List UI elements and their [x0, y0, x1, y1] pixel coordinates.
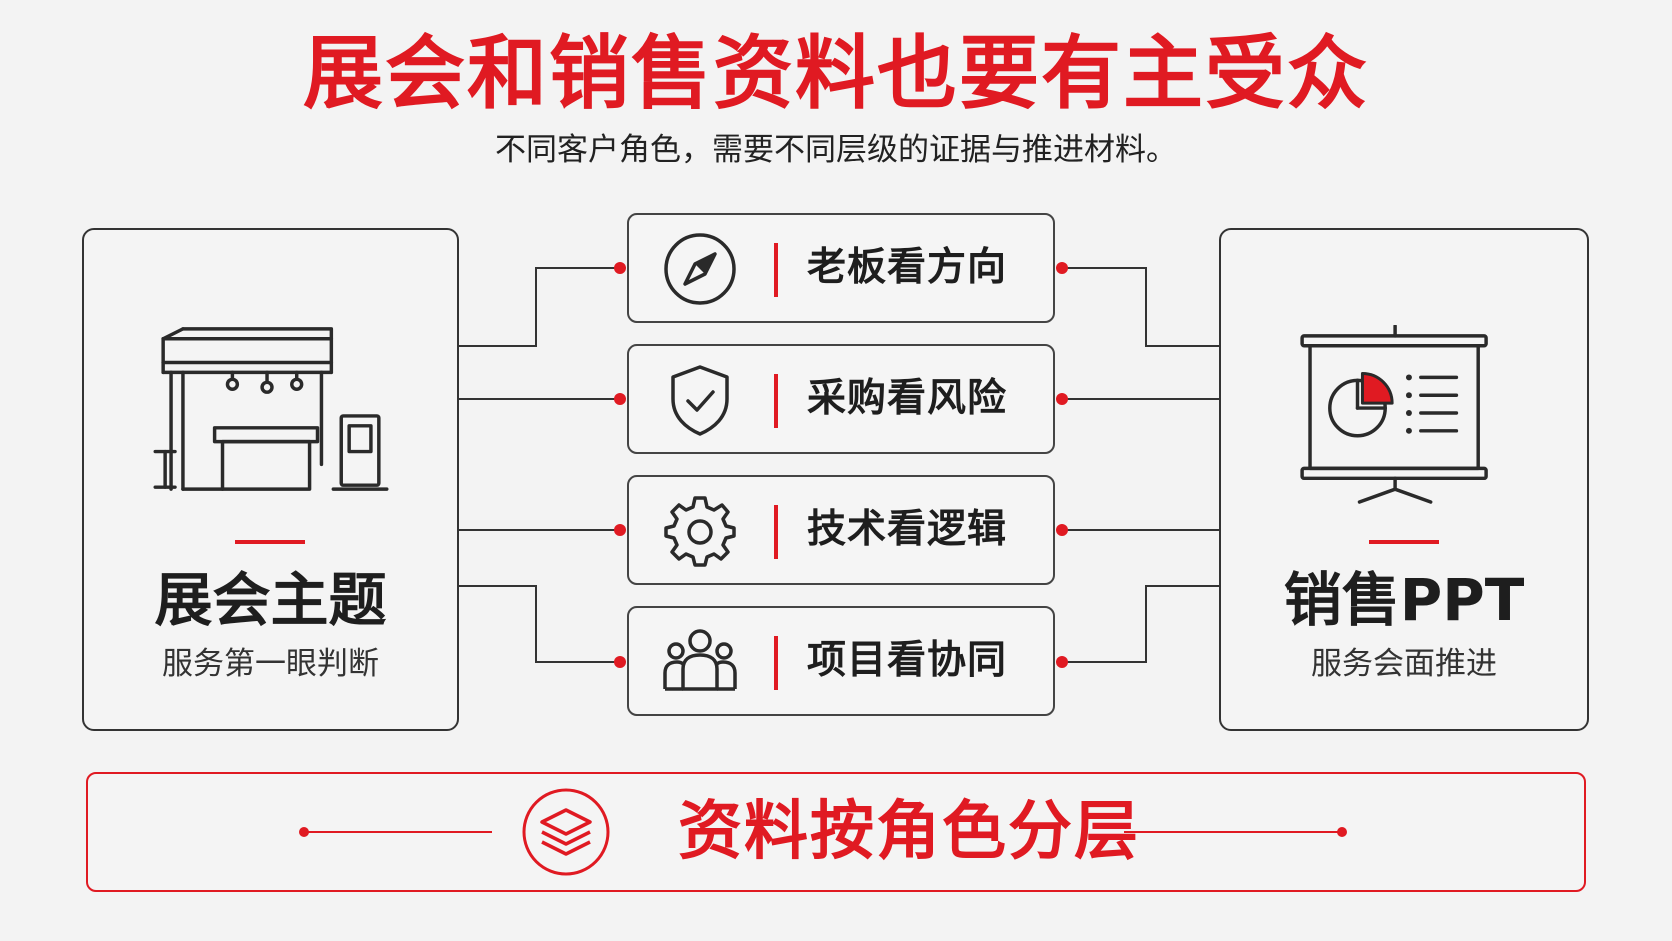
connector-dot: [1056, 656, 1068, 668]
exhibition-booth-icon: [153, 327, 389, 491]
separator: [774, 505, 778, 559]
layers-icon: [522, 788, 610, 876]
card-subtitle: 服务第一眼判断: [162, 646, 379, 682]
accent-line: [1369, 540, 1439, 544]
role-box-procurement: 采购看风险: [627, 344, 1055, 454]
connector-dot: [1056, 393, 1068, 405]
connector-right-1: [1062, 267, 1219, 347]
team-icon: [663, 629, 737, 691]
bottom-bar-decoration: [299, 827, 1347, 837]
connector-dot: [614, 262, 626, 274]
shield-check-icon: [671, 365, 729, 436]
bottom-summary-bar: 资料按角色分层: [86, 772, 1586, 892]
role-label: 老板看方向: [807, 245, 1008, 290]
separator: [774, 243, 778, 297]
compass-icon: [664, 233, 736, 305]
separator: [774, 374, 778, 428]
role-label: 技术看逻辑: [807, 507, 1008, 552]
connector-right-4: [1062, 585, 1219, 663]
connector-left-1: [459, 267, 620, 347]
card-title: 展会主题: [154, 566, 387, 634]
separator: [774, 636, 778, 690]
connector-dot: [614, 524, 626, 536]
presentation-screen-icon: [1300, 325, 1488, 504]
role-label: 项目看协同: [807, 638, 1008, 683]
connector-dot: [614, 656, 626, 668]
connector-dot: [614, 393, 626, 405]
card-title: 销售PPT: [1283, 566, 1525, 634]
accent-line: [235, 540, 305, 544]
role-label: 采购看风险: [807, 376, 1008, 421]
exhibition-theme-card: 展会主题 服务第一眼判断: [82, 228, 459, 731]
role-box-technical: 技术看逻辑: [627, 475, 1055, 585]
role-box-project: 项目看协同: [627, 606, 1055, 716]
page-title: 展会和销售资料也要有主受众: [303, 27, 1369, 120]
page-subtitle: 不同客户角色，需要不同层级的证据与推进材料。: [495, 132, 1177, 168]
sales-ppt-card: 销售PPT 服务会面推进: [1219, 228, 1589, 731]
connector-dot: [1056, 524, 1068, 536]
gear-icon: [664, 496, 736, 567]
card-subtitle: 服务会面推进: [1311, 646, 1497, 682]
connector-dot: [1056, 262, 1068, 274]
bottom-bar-label: 资料按角色分层: [678, 795, 1140, 869]
connector-left-4: [459, 585, 620, 663]
role-box-boss: 老板看方向: [627, 213, 1055, 323]
